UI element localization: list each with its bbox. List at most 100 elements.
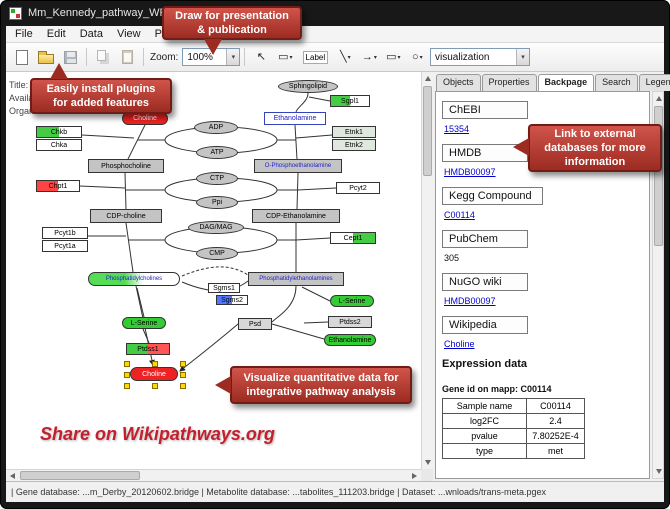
pathway-edge[interactable]: [124, 172, 127, 210]
pathway-node-phosphatidylethanolamines[interactable]: Phosphatidylethanolamines: [248, 272, 344, 286]
selection-handle[interactable]: [180, 361, 186, 367]
open-file-button[interactable]: [35, 46, 57, 68]
pathway-edge[interactable]: [295, 134, 333, 139]
selection-handle[interactable]: [124, 361, 130, 367]
pathway-node-phosphocholine[interactable]: Phosphocholine: [88, 159, 164, 173]
menu-view[interactable]: View: [116, 28, 141, 40]
pathway-edge[interactable]: [181, 266, 249, 277]
pathway-node-ethanolamine[interactable]: Ethanolamine: [324, 334, 376, 346]
chevron-down-icon[interactable]: ▾: [226, 49, 240, 65]
pathway-node-dag-mag[interactable]: DAG/MAG: [188, 221, 244, 234]
pathway-edge[interactable]: [136, 287, 145, 318]
chevron-down-icon[interactable]: ▾: [516, 49, 529, 65]
scroll-up-icon[interactable]: [656, 96, 662, 101]
pathway-edge[interactable]: [303, 321, 329, 324]
pathway-node-cmp[interactable]: CMP: [196, 247, 238, 260]
pathway-node-adp[interactable]: ADP: [194, 121, 238, 134]
oval-tool-button[interactable]: ○▾: [406, 46, 428, 68]
line-tool-button[interactable]: ╲▾: [334, 46, 356, 68]
scrollbar-thumb[interactable]: [654, 106, 663, 246]
scroll-up-icon[interactable]: [425, 76, 431, 81]
pathway-edge[interactable]: [301, 286, 331, 302]
tab-legend[interactable]: Legend: [638, 74, 670, 91]
panel-scrollbar[interactable]: [652, 91, 664, 479]
rectangle-tool-button[interactable]: ▭▾: [382, 46, 404, 68]
pathway-node-choline[interactable]: Choline: [124, 361, 186, 389]
selection-handle[interactable]: [124, 383, 130, 389]
selection-handle[interactable]: [152, 383, 158, 389]
pathway-edge[interactable]: [271, 323, 325, 340]
pathway-node-etnk1[interactable]: Etnk1: [332, 126, 376, 138]
label-tool-button[interactable]: Label: [298, 46, 332, 68]
menu-file[interactable]: File: [15, 28, 33, 40]
scrollbar-thumb[interactable]: [423, 86, 432, 176]
pathway-canvas[interactable]: Title: Availability: Organism: Sphingoli…: [6, 72, 433, 481]
datanode-tool-button[interactable]: ▭▾: [274, 46, 296, 68]
pathway-node-cept1[interactable]: Cept1: [330, 232, 376, 244]
pathway-node-cdp-ethanolamine[interactable]: CDP-Ethanolamine: [252, 209, 340, 223]
pathway-node-ethanolamine[interactable]: Ethanolamine: [264, 112, 326, 125]
pathway-edge[interactable]: [81, 134, 135, 139]
pathway-edge[interactable]: [297, 187, 337, 191]
pathway-node-chkb[interactable]: Chkb: [36, 126, 82, 138]
scroll-down-icon[interactable]: [425, 460, 431, 465]
selection-handle[interactable]: [180, 372, 186, 378]
selection-tool-button[interactable]: ↖: [250, 46, 272, 68]
menu-edit[interactable]: Edit: [46, 28, 66, 40]
pathway-edge[interactable]: [179, 323, 239, 372]
pathway-node-l-serine[interactable]: L-Serine: [330, 295, 374, 307]
scroll-left-icon[interactable]: [10, 473, 15, 479]
tab-objects[interactable]: Objects: [436, 74, 481, 91]
pathway-edge[interactable]: [271, 285, 297, 323]
pathway-edge[interactable]: [295, 237, 331, 241]
pathway-edge[interactable]: [296, 172, 299, 210]
paste-button[interactable]: [116, 46, 138, 68]
pathway-node-chka[interactable]: Chka: [36, 139, 82, 151]
menu-data[interactable]: Data: [79, 28, 103, 40]
pathway-node-phosphatidylcholines[interactable]: Phosphatidylcholines: [88, 272, 180, 286]
new-file-button[interactable]: [11, 46, 33, 68]
pathway-node-ptdss2[interactable]: Ptdss2: [328, 316, 372, 328]
wikipedia-link[interactable]: Choline: [444, 339, 475, 349]
pathway-edge[interactable]: [127, 124, 146, 160]
pathway-node-psd[interactable]: Psd: [238, 318, 272, 330]
scrollbar-thumb[interactable]: [20, 471, 140, 480]
canvas-vertical-scrollbar[interactable]: [421, 72, 433, 469]
pathway-node-ppi[interactable]: Ppi: [196, 196, 238, 209]
pathway-node-pcyt1a[interactable]: Pcyt1a: [42, 240, 88, 252]
scroll-down-icon[interactable]: [656, 469, 662, 474]
pathway-node-l-serine[interactable]: L-Serine: [122, 317, 166, 329]
pathway-node-o-phosphoethanolamine[interactable]: O-Phosphoethanolamine: [254, 159, 342, 173]
pathway-edge[interactable]: [125, 222, 134, 273]
tab-backpage[interactable]: Backpage: [537, 74, 595, 91]
chebi-link[interactable]: 15354: [444, 124, 470, 134]
pathway-edge[interactable]: [142, 328, 150, 344]
pathway-node-pcyt1b[interactable]: Pcyt1b: [42, 227, 88, 239]
selection-handle[interactable]: [152, 361, 158, 367]
copy-button[interactable]: [92, 46, 114, 68]
pathway-draw-area[interactable]: Title: Availability: Organism: Sphingoli…: [6, 72, 421, 469]
pathway-node-sgms2[interactable]: Sgms2: [216, 295, 248, 305]
arrow-tool-button[interactable]: →▾: [358, 46, 380, 68]
selection-handle[interactable]: [180, 383, 186, 389]
pathway-node-sphingolipid[interactable]: Sphingolipid: [278, 80, 338, 93]
canvas-horizontal-scrollbar[interactable]: [6, 469, 421, 481]
pathway-edge[interactable]: [308, 96, 331, 102]
pathway-edge[interactable]: [79, 185, 126, 189]
pathway-node-cdp-choline[interactable]: CDP-choline: [90, 209, 162, 223]
title-bar[interactable]: Mm_Kennedy_pathway_WP1771_45176.gpml: [0, 0, 670, 26]
pathway-node-etnk2[interactable]: Etnk2: [332, 139, 376, 151]
visualization-combobox[interactable]: visualization ▾: [430, 48, 530, 66]
nugo-link[interactable]: HMDB00097: [444, 296, 496, 306]
selection-handle[interactable]: [124, 372, 130, 378]
pathway-edge[interactable]: [295, 92, 309, 113]
pathway-node-sgpl1[interactable]: Sgpl1: [330, 95, 370, 107]
pathway-node-sgms1[interactable]: Sgms1: [208, 283, 240, 293]
pathway-node-pcyt2[interactable]: Pcyt2: [336, 182, 380, 194]
kegg-link[interactable]: C00114: [444, 210, 475, 220]
pathway-node-atp[interactable]: ATP: [196, 146, 238, 159]
tab-properties[interactable]: Properties: [481, 74, 537, 91]
pathway-node-ctp[interactable]: CTP: [196, 172, 238, 185]
pathway-edge[interactable]: [294, 124, 298, 160]
save-button[interactable]: [59, 46, 81, 68]
